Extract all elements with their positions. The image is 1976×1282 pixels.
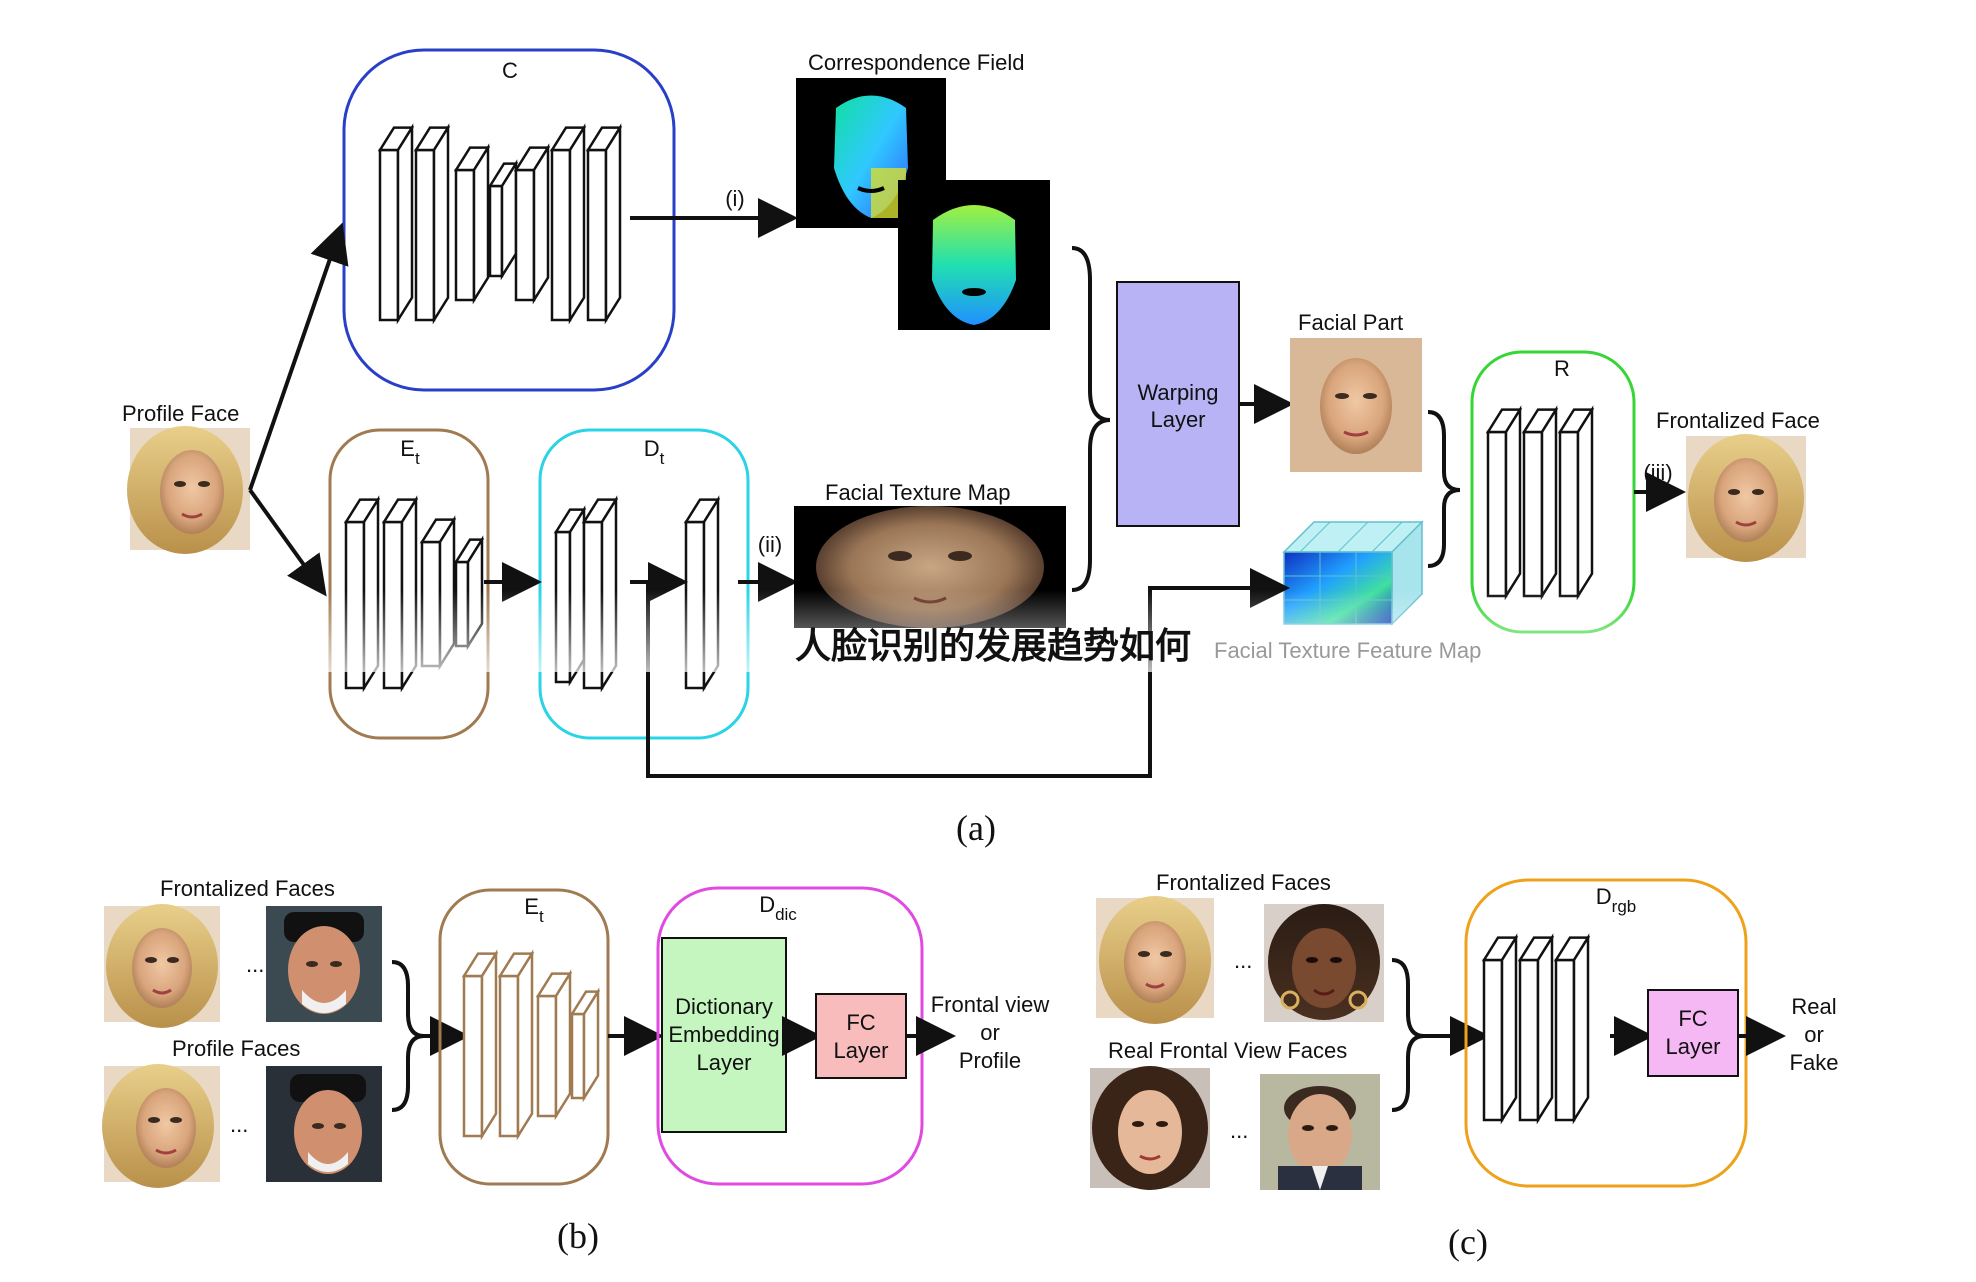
arrow-i-label: (i): [725, 186, 745, 211]
warping-layer-line2: Layer: [1150, 407, 1205, 432]
module-r-layers: [1485, 405, 1595, 601]
panel-b-et-layer: [535, 969, 573, 1121]
arrow-profile-to-c: [248, 222, 349, 491]
panel-c: Frontalized Faces ... Real Frontal View …: [1090, 870, 1838, 1262]
frontalized-face-label: Frontalized Face: [1656, 408, 1820, 433]
module-c-layer: [513, 143, 551, 305]
panel-c-drgb-label: Drgb: [1596, 884, 1636, 916]
panel-b-ellipsis-2: ...: [230, 1112, 248, 1137]
panel-b-dictionary-line2: Embedding: [668, 1022, 779, 1047]
profile-face-image: [127, 426, 250, 554]
brace-to-warping: [1071, 246, 1111, 592]
module-c-layer: [453, 143, 491, 305]
panel-c-frontal-face-1: [1096, 896, 1214, 1024]
module-dt-label: Dt: [644, 436, 665, 468]
caption-b: (b): [557, 1216, 599, 1256]
panel-c-ellipsis-1: ...: [1234, 948, 1252, 973]
panel-b-profile-label: Profile Faces: [172, 1036, 300, 1061]
panel-c-fc-box: [1647, 989, 1739, 1077]
panel-b-et-label: Et: [524, 894, 544, 926]
texture-feature-map-cube: [1282, 520, 1424, 626]
panel-b-dictionary-line3: Layer: [696, 1050, 751, 1075]
facial-part-image: [1290, 338, 1422, 472]
panel-b-ddic-label: Ddic: [759, 892, 797, 924]
panel-b-frontalized-label: Frontalized Faces: [160, 876, 335, 901]
panel-c-real-face-1: [1090, 1066, 1210, 1190]
caption-c: (c): [1448, 1222, 1488, 1262]
profile-face-label: Profile Face: [122, 401, 239, 426]
panel-c-output-line3: Fake: [1790, 1050, 1839, 1075]
panel-c-drgb-layer: [1481, 933, 1519, 1125]
panel-c-brace: [1391, 958, 1425, 1112]
module-r-label: R: [1554, 356, 1570, 381]
facial-texture-map-label: Facial Texture Map: [825, 480, 1010, 505]
panel-c-drgb-layers: [1481, 933, 1591, 1125]
panel-b: Frontalized Faces ... Profile Faces: [102, 876, 1049, 1256]
panel-c-ellipsis-2: ...: [1230, 1118, 1248, 1143]
brace-to-r: [1427, 410, 1461, 568]
texture-feature-map-label: Facial Texture Feature Map: [1214, 638, 1481, 663]
facial-part-label: Facial Part: [1298, 310, 1403, 335]
panel-b-ellipsis-1: ...: [246, 952, 264, 977]
panel-b-fc-line2: Layer: [833, 1038, 888, 1063]
module-c-layer: [413, 123, 451, 325]
panel-c-fc-line2: Layer: [1665, 1034, 1720, 1059]
arrow-profile-to-et: [248, 488, 327, 597]
module-c-layer: [377, 123, 415, 325]
correspondence-field-image-2: [898, 180, 1050, 330]
module-c-layer: [549, 123, 587, 325]
module-c-layer: [487, 159, 519, 281]
module-r-layer: [1521, 405, 1559, 601]
fade-overlay: [300, 590, 1660, 672]
module-c-label: C: [502, 58, 518, 83]
watermark-text: 人脸识别的发展趋势如何: [795, 625, 1191, 667]
panel-b-frontal-face-2: [266, 906, 382, 1022]
warping-layer-line1: Warping: [1137, 380, 1218, 405]
panel-b-profile-face-2: [266, 1066, 382, 1182]
module-et-label: Et: [400, 436, 420, 468]
module-r-layer: [1485, 405, 1523, 601]
panel-b-fc-line1: FC: [846, 1010, 875, 1035]
arrow-ii-label: (ii): [758, 532, 782, 557]
panel-c-frontal-face-2: [1264, 904, 1384, 1022]
frontalized-face-image: [1686, 434, 1806, 562]
panel-b-et-layer: [497, 949, 535, 1141]
panel-b-frontal-face-1: [104, 904, 220, 1028]
panel-b-brace: [391, 960, 425, 1112]
module-r-layer: [1557, 405, 1595, 601]
panel-b-et-layer: [461, 949, 499, 1141]
panel-c-frontalized-label: Frontalized Faces: [1156, 870, 1331, 895]
panel-c-drgb-layer: [1517, 933, 1555, 1125]
panel-b-output-line3: Profile: [959, 1048, 1021, 1073]
panel-c-real-frontal-label: Real Frontal View Faces: [1108, 1038, 1347, 1063]
correspondence-field-label: Correspondence Field: [808, 50, 1024, 75]
module-c-layer: [585, 123, 623, 325]
arrow-dt-to-feature-map: [646, 568, 1290, 778]
panel-b-output-line1: Frontal view: [931, 992, 1050, 1017]
panel-a: Profile Face C Et Dt (i): [122, 48, 1820, 848]
panel-b-dictionary-line1: Dictionary: [675, 994, 773, 1019]
panel-b-fc-box: [815, 993, 907, 1079]
panel-b-et-layers: [461, 949, 601, 1141]
panel-b-output-line2: or: [980, 1020, 1000, 1045]
panel-c-real-face-2: [1260, 1074, 1380, 1190]
panel-b-dictionary-box: [661, 937, 787, 1133]
arrow-iii-label: (iii): [1643, 460, 1672, 485]
panel-b-et-layer: [569, 987, 601, 1103]
caption-a: (a): [956, 808, 996, 848]
panel-c-fc-line1: FC: [1678, 1006, 1707, 1031]
panel-c-drgb-layer: [1553, 933, 1591, 1125]
panel-c-output-line2: or: [1804, 1022, 1824, 1047]
panel-c-output-line1: Real: [1791, 994, 1836, 1019]
module-c-layers: [377, 123, 623, 325]
panel-b-profile-face-1: [102, 1064, 220, 1188]
